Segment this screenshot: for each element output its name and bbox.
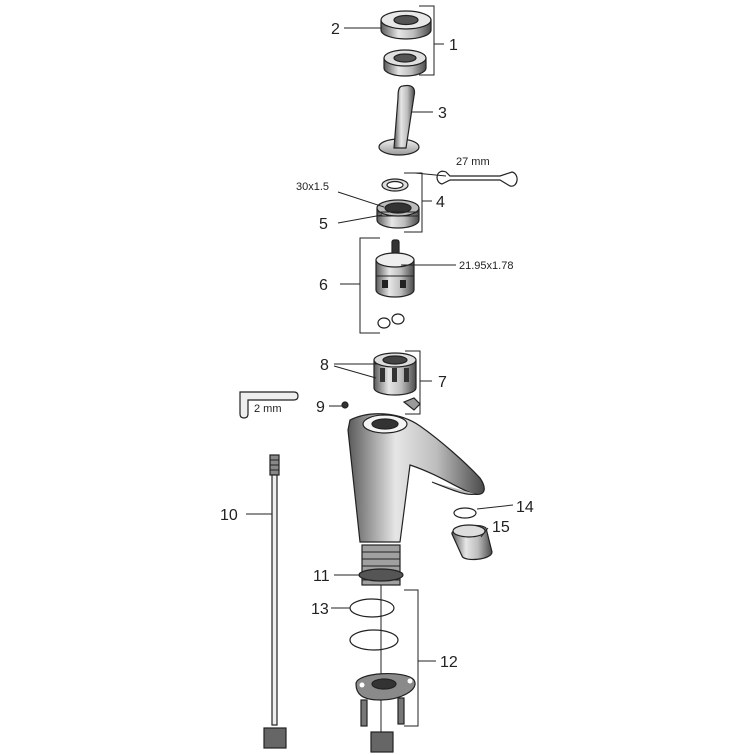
callout-15: 15 [492,519,510,536]
small-o-ring [381,178,409,192]
flexible-hose [263,454,287,749]
washer-11 [358,568,404,582]
callout-7: 7 [438,374,447,391]
cartridge-sleeve [373,352,417,396]
callout-4: 4 [436,194,445,211]
cartridge-seals [377,313,405,329]
threaded-nut [376,199,420,229]
hex-key-size-label: 2 mm [254,403,282,415]
ring-13 [349,598,395,618]
leader-lines [246,5,514,727]
callout-3: 3 [438,105,447,122]
aerator [451,524,493,561]
lever-handle [378,84,420,156]
cap-ring-upper [380,10,432,40]
fixing-bolts [360,697,405,727]
cartridge [375,239,415,298]
callout-6: 6 [319,277,328,294]
spout-body [347,413,485,543]
wrench-27mm [436,170,518,187]
mounting-plate [355,673,416,701]
callout-14: 14 [516,499,534,516]
callout-11: 11 [313,568,330,585]
callout-10: 10 [220,507,238,524]
callout-9: 9 [316,399,325,416]
aerator-gasket [453,507,477,519]
callout-5: 5 [319,216,328,233]
callout-12: 12 [440,654,458,671]
connector-nut-right [370,731,394,753]
hex-key [239,391,299,419]
grub-screw [341,401,349,409]
sleeve-clip [402,397,421,411]
wrench-size-label: 27 mm [456,156,490,168]
callout-8: 8 [320,357,329,374]
cap-ring-lower [383,49,427,77]
callout-1: 1 [449,37,458,54]
thread-size-label: 30x1.5 [296,181,329,193]
callout-13: 13 [311,601,329,618]
ring-12 [349,629,399,651]
callout-2: 2 [331,21,340,38]
oring-size-label: 21.95x1.78 [459,260,513,272]
